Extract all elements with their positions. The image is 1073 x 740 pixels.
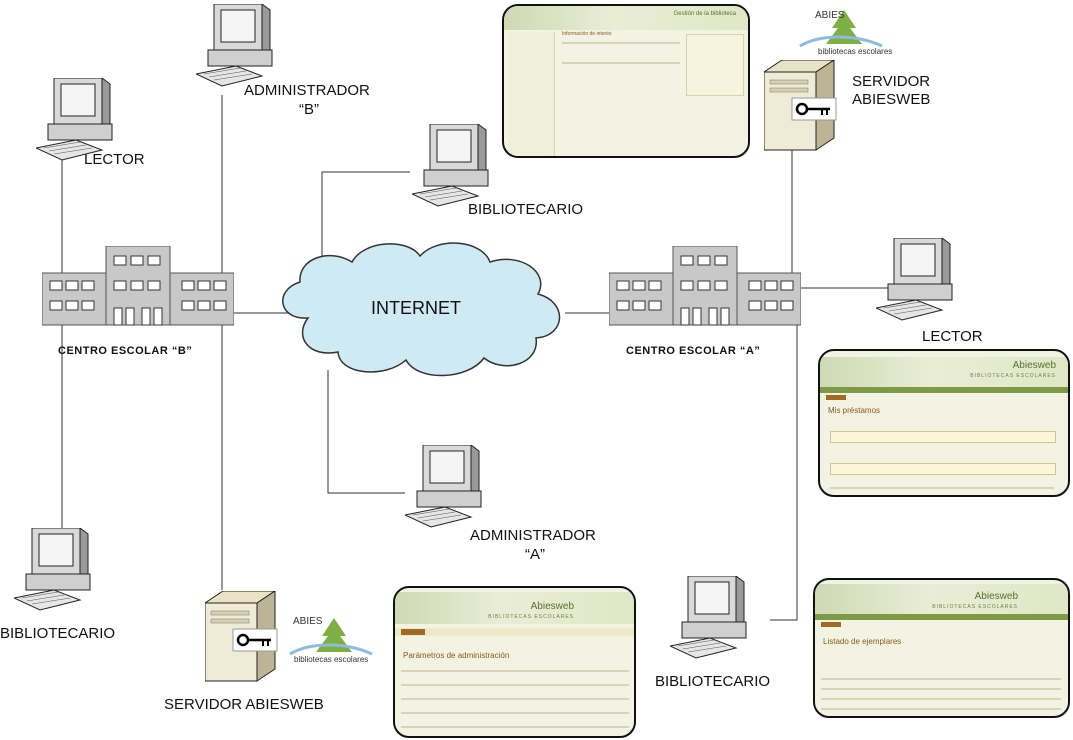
bibliotecario-top-label: BIBLIOTECARIO [468,201,584,218]
cloud-icon [282,242,561,377]
admin-a-label-2: “A” [525,546,545,563]
bibliotecario-b-label: BIBLIOTECARIO [0,625,116,642]
computer-icon [14,528,91,611]
screenshot-bottom-right: Abiesweb BIBLIOTECAS ESCOLARES Listado d… [813,578,1070,718]
screenshot-right-heading: Mis préstamos [828,406,881,415]
centro-b-label: CENTRO ESCOLAR “B” [58,345,193,357]
screenshot-bottom: Abiesweb BIBLIOTECAS ESCOLARES Parámetro… [393,586,636,738]
computer-icon [670,576,747,659]
screenshot-right: Abiesweb BIBLIOTECAS ESCOLARES Mis prést… [818,349,1070,497]
screenshot-bottom-heading: Parámetros de administración [403,651,510,660]
screenshot-top-heading: Información de interés [562,31,612,37]
computer-icon [405,445,482,528]
screenshot-bottom-brand: Abiesweb BIBLIOTECAS ESCOLARES [488,601,574,621]
bibliotecario-a-label: BIBLIOTECARIO [655,673,771,690]
abies-logo-name: ABIES [815,10,845,21]
servidor-a-label-1: SERVIDOR [852,73,931,90]
admin-a-label-1: ADMINISTRADOR [470,527,596,544]
lector-a-label: LECTOR [922,328,983,345]
servidor-b-label: SERVIDOR ABIESWEB [164,696,324,713]
centro-a-label: CENTRO ESCOLAR “A” [626,345,761,357]
servidor-a-label-2: ABIESWEB [852,91,931,108]
abies-logo-tagline: bibliotecas escolares [294,655,369,664]
screenshot-top: Gestión de la biblioteca Información de … [502,4,750,158]
computer-icon [876,238,953,321]
screenshot-top-brand: Gestión de la biblioteca [673,11,736,17]
screenshot-bottom-right-brand: Abiesweb BIBLIOTECAS ESCOLARES [932,591,1018,611]
abies-logo-tagline: bibliotecas escolares [818,47,893,56]
admin-b-label-1: ADMINISTRADOR [244,82,370,99]
screenshot-right-brand: Abiesweb BIBLIOTECAS ESCOLARES [970,360,1056,380]
abies-logo [289,618,373,656]
lector-b-label: LECTOR [84,151,145,168]
server-icon [764,60,838,152]
computer-icon [196,4,273,87]
admin-b-label-2: “B” [299,101,319,118]
building-icon [42,246,234,326]
abies-logo-name: ABIES [293,616,323,627]
screenshot-bottom-right-heading: Listado de ejemplares [823,637,902,646]
server-icon [205,591,279,683]
abies-logo [799,10,883,48]
internet-label: INTERNET [371,298,461,318]
building-icon [609,246,801,326]
